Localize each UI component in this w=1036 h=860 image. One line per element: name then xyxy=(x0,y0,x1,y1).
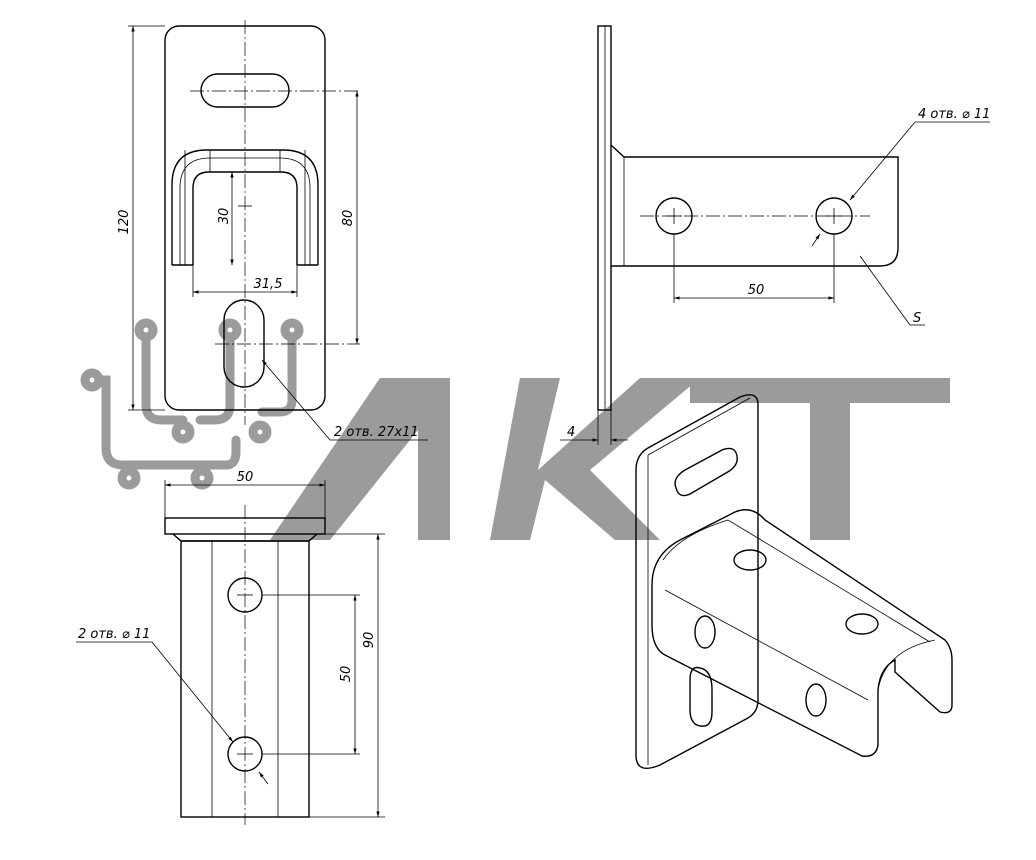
watermark-chain-icon xyxy=(80,318,304,490)
front-channel-outer xyxy=(171,149,319,265)
watermark-letters xyxy=(270,378,950,540)
iso-back-plate xyxy=(635,394,759,769)
iso-hole-side-1 xyxy=(694,615,716,649)
front-channel-inner xyxy=(192,171,298,265)
dim-front-inner-height: 30 xyxy=(217,208,232,225)
watermark-logo xyxy=(80,318,950,540)
side-channel xyxy=(610,144,899,267)
front-bottom-slot xyxy=(223,299,265,388)
bottom-view: 50 50 90 2 отв. ⌀ 11 xyxy=(76,470,385,825)
dim-front-inner-width: 31,5 xyxy=(254,277,283,292)
dim-bottom-hole-spacing: 50 xyxy=(339,666,354,683)
dim-bottom-height: 90 xyxy=(362,632,377,649)
dim-side-plate-thickness: 4 xyxy=(567,425,575,440)
callout-front-slots: 2 отв. 27х11 xyxy=(334,425,419,440)
side-view: 50 4 отв. ⌀ 11 S 4 xyxy=(560,25,990,445)
iso-hole-side-2 xyxy=(805,683,827,717)
side-plate xyxy=(597,25,612,411)
iso-hole-top-1 xyxy=(733,549,767,571)
label-thickness-s: S xyxy=(913,311,921,326)
isometric-view xyxy=(635,394,953,769)
callout-bottom-holes: 2 отв. ⌀ 11 xyxy=(78,627,150,642)
dim-bottom-width: 50 xyxy=(237,470,254,485)
dim-front-height: 120 xyxy=(117,210,132,235)
iso-hole-top-2 xyxy=(845,613,879,635)
front-top-slot xyxy=(200,73,290,108)
dim-side-hole-spacing: 50 xyxy=(748,283,765,298)
iso-top-slot xyxy=(674,447,738,497)
front-view: 120 80 30 31,5 2 отв. 27х11 xyxy=(117,20,428,441)
iso-bottom-slot xyxy=(689,666,713,727)
iso-channel xyxy=(651,509,953,757)
callout-side-holes: 4 отв. ⌀ 11 xyxy=(918,107,990,122)
dim-front-slot-spacing: 80 xyxy=(341,210,356,227)
